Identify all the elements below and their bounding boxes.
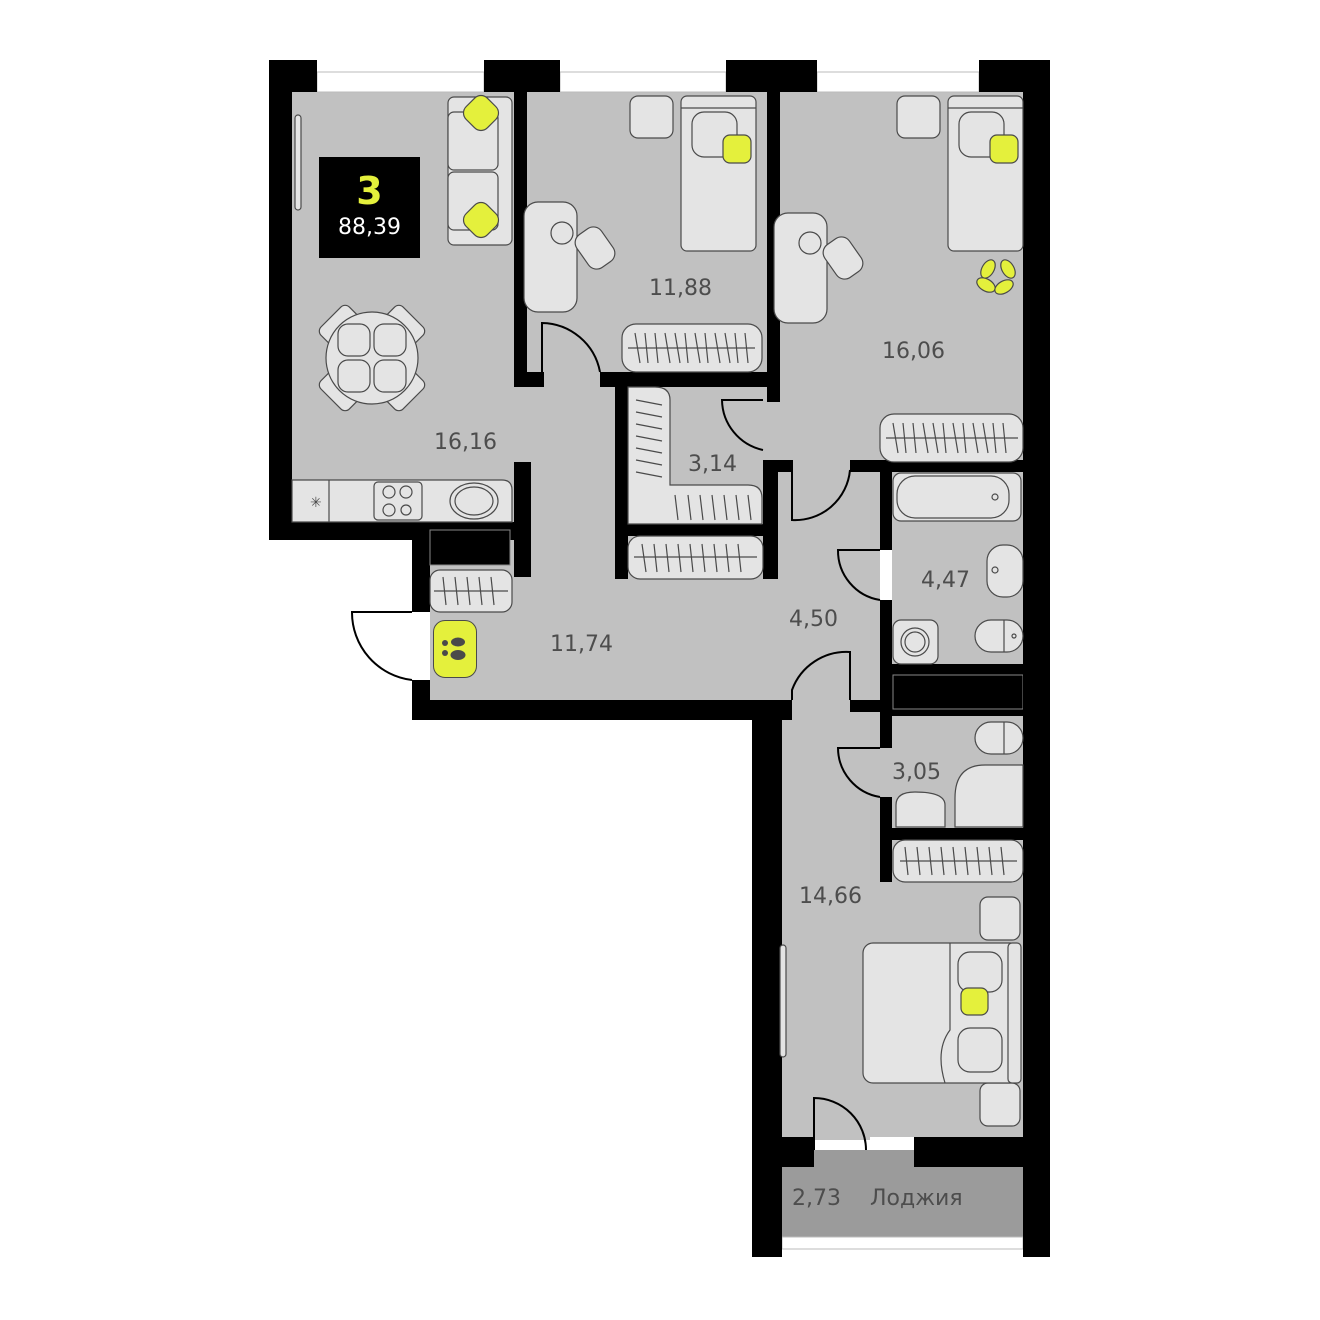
pillow-icon — [462, 94, 500, 132]
loggia-label: Лоджия — [870, 1186, 963, 1211]
wardrobe-door — [720, 399, 764, 451]
area-bathroom: 4,47 — [921, 568, 970, 593]
shower-tray — [954, 764, 1024, 828]
sink — [449, 482, 499, 520]
rooms-count: 3 — [356, 169, 383, 213]
wardrobe-furniture — [627, 386, 764, 580]
toilet — [974, 619, 1024, 653]
loggia-door — [813, 1096, 867, 1151]
nightstand — [979, 1082, 1021, 1127]
walls — [269, 60, 1050, 1257]
master-bedroom-furniture — [779, 896, 1022, 1127]
bathroom-furniture — [892, 472, 1024, 665]
bedroom-small-furniture — [523, 95, 763, 373]
chair — [822, 236, 864, 280]
area-shower-room: 3,05 — [892, 760, 941, 785]
area-hallway: 11,74 — [550, 632, 613, 657]
pillow-icon — [462, 201, 500, 239]
desk — [773, 212, 828, 324]
plant-icon — [976, 259, 1016, 295]
sink — [895, 791, 946, 828]
bedroom-medium-door — [791, 469, 851, 522]
area-bedroom-small: 11,88 — [649, 276, 712, 301]
pillow-icon — [960, 987, 989, 1016]
nightstand — [629, 95, 674, 139]
kitchen-living-furniture: ✳ — [291, 94, 513, 523]
shower-room-door — [836, 747, 881, 798]
svg-text:✳: ✳ — [310, 495, 322, 511]
bedroom-small-door — [541, 321, 601, 373]
area-wardrobe: 3,14 — [688, 452, 737, 477]
shower-room-furniture — [892, 721, 1024, 883]
radiator — [294, 114, 302, 211]
area-bedroom-medium: 16,06 — [882, 339, 945, 364]
toilet — [974, 721, 1024, 755]
nightstand — [979, 896, 1021, 941]
apartment-summary-badge: 3 88,39 — [319, 157, 420, 258]
doors — [350, 321, 881, 1151]
master-bedroom-door — [791, 650, 851, 700]
radiator — [779, 944, 787, 1058]
chair — [574, 226, 616, 270]
closet-shelves — [627, 386, 763, 525]
washing-machine — [892, 619, 939, 665]
entrance-furniture — [429, 569, 513, 613]
pillow-icon — [722, 134, 752, 164]
total-area: 88,39 — [338, 215, 401, 240]
washbasin — [986, 544, 1024, 598]
nightstand — [896, 95, 941, 139]
area-loggia: 2,73 — [792, 1186, 841, 1211]
area-corridor: 4,50 — [789, 607, 838, 632]
stove — [373, 481, 423, 521]
bathtub — [892, 472, 1022, 522]
desk — [523, 201, 578, 313]
bedroom-medium-furniture — [773, 95, 1024, 463]
area-kitchen-living: 16,16 — [434, 430, 497, 455]
area-master-bedroom: 14,66 — [799, 884, 862, 909]
entrance-door — [350, 611, 413, 681]
footprints-icon — [433, 620, 477, 678]
pillow-icon — [989, 134, 1019, 164]
bathroom-door — [836, 549, 881, 601]
dining-table — [318, 304, 426, 412]
